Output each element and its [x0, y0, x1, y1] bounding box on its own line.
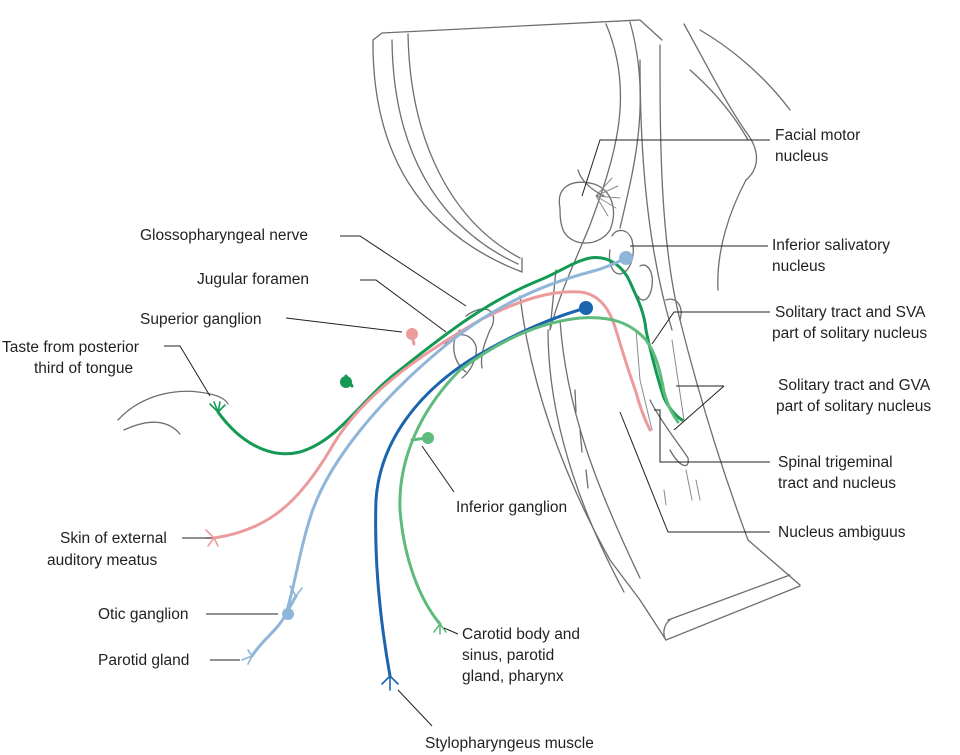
visceral-sensory-fibers: [398, 316, 680, 635]
carotid-receptor-icon: [433, 623, 447, 635]
parotid-gland-icon: [241, 649, 253, 665]
leader-spinal-trigeminal: [654, 409, 770, 463]
leader-nucleus-ambiguus: [619, 411, 770, 533]
label-taste-1: Taste from posterior: [2, 339, 139, 356]
parasympathetic-fibers: [241, 251, 633, 665]
inner-structures-outline: [558, 169, 701, 506]
leader-jugular: [360, 279, 447, 333]
leader-facial-motor: [581, 139, 770, 197]
label-superior-ganglion: Superior ganglion: [140, 311, 262, 328]
labels: Facial motor nucleus Inferior salivatory…: [2, 127, 931, 752]
skull-base-outline: [372, 19, 663, 273]
label-solitary-gva-1: Solitary tract and GVA: [778, 377, 931, 394]
label-carotid-1: Carotid body and: [462, 626, 580, 643]
leader-lines: [164, 139, 770, 727]
label-nucleus-ambiguus: Nucleus ambiguus: [778, 524, 906, 541]
label-parotid-gland: Parotid gland: [98, 652, 189, 669]
parasympathetic-fiber-path: [250, 256, 628, 658]
inferior-salivatory-dot: [619, 251, 633, 265]
label-otic-ganglion: Otic ganglion: [98, 606, 188, 623]
leader-stylopharyngeus: [397, 689, 433, 727]
label-spinal-trigeminal-2: tract and nucleus: [778, 475, 896, 492]
label-taste-2: third of tongue: [34, 360, 133, 377]
label-facial-motor-1: Facial motor: [775, 127, 860, 144]
leader-taste: [164, 345, 211, 397]
leader-glossopharyngeal: [340, 235, 467, 307]
label-solitary-sva-2: part of solitary nucleus: [772, 325, 927, 342]
taste-fiber-path: [216, 256, 684, 456]
tongue-outline: [117, 390, 229, 435]
label-inferior-ganglion: Inferior ganglion: [456, 499, 567, 516]
superior-ganglion-dot: [406, 328, 418, 340]
label-carotid-2: sinus, parotid: [462, 647, 554, 664]
label-skin-1: Skin of external: [60, 530, 167, 547]
label-skin-2: auditory meatus: [47, 552, 158, 569]
label-carotid-3: gland, pharynx: [462, 668, 564, 685]
taste-receptor-icon: [209, 401, 226, 413]
taste-ganglion-dot: [340, 376, 352, 388]
leader-inferior-ganglion: [421, 445, 455, 493]
skin-fiber-path: [212, 290, 652, 540]
leader-superior-ganglion: [285, 317, 403, 333]
label-solitary-gva-2: part of solitary nucleus: [776, 398, 931, 415]
label-jugular-foramen: Jugular foramen: [197, 271, 309, 288]
brainstem-outline: [519, 21, 801, 641]
label-glossopharyngeal-nerve: Glossopharyngeal nerve: [140, 227, 308, 244]
label-facial-motor-2: nucleus: [775, 148, 829, 165]
otic-ganglion-dot: [282, 608, 294, 620]
inferior-ganglion-dot: [422, 432, 434, 444]
visceral-fiber-path: [398, 316, 680, 626]
label-solitary-sva-1: Solitary tract and SVA: [775, 304, 926, 321]
leader-solitary-sva: [651, 311, 770, 345]
nucleus-ambiguus-dot: [579, 301, 593, 315]
taste-fibers: [209, 256, 684, 456]
leader-solitary-gva: [673, 385, 725, 431]
label-inferior-salivatory-1: Inferior salivatory: [772, 237, 890, 254]
stylopharyngeus-icon: [381, 675, 399, 691]
label-inferior-salivatory-2: nucleus: [772, 258, 826, 275]
label-stylopharyngeus: Stylopharyngeus muscle: [425, 735, 594, 752]
leader-carotid: [443, 627, 459, 635]
label-spinal-trigeminal-1: Spinal trigeminal: [778, 454, 893, 471]
